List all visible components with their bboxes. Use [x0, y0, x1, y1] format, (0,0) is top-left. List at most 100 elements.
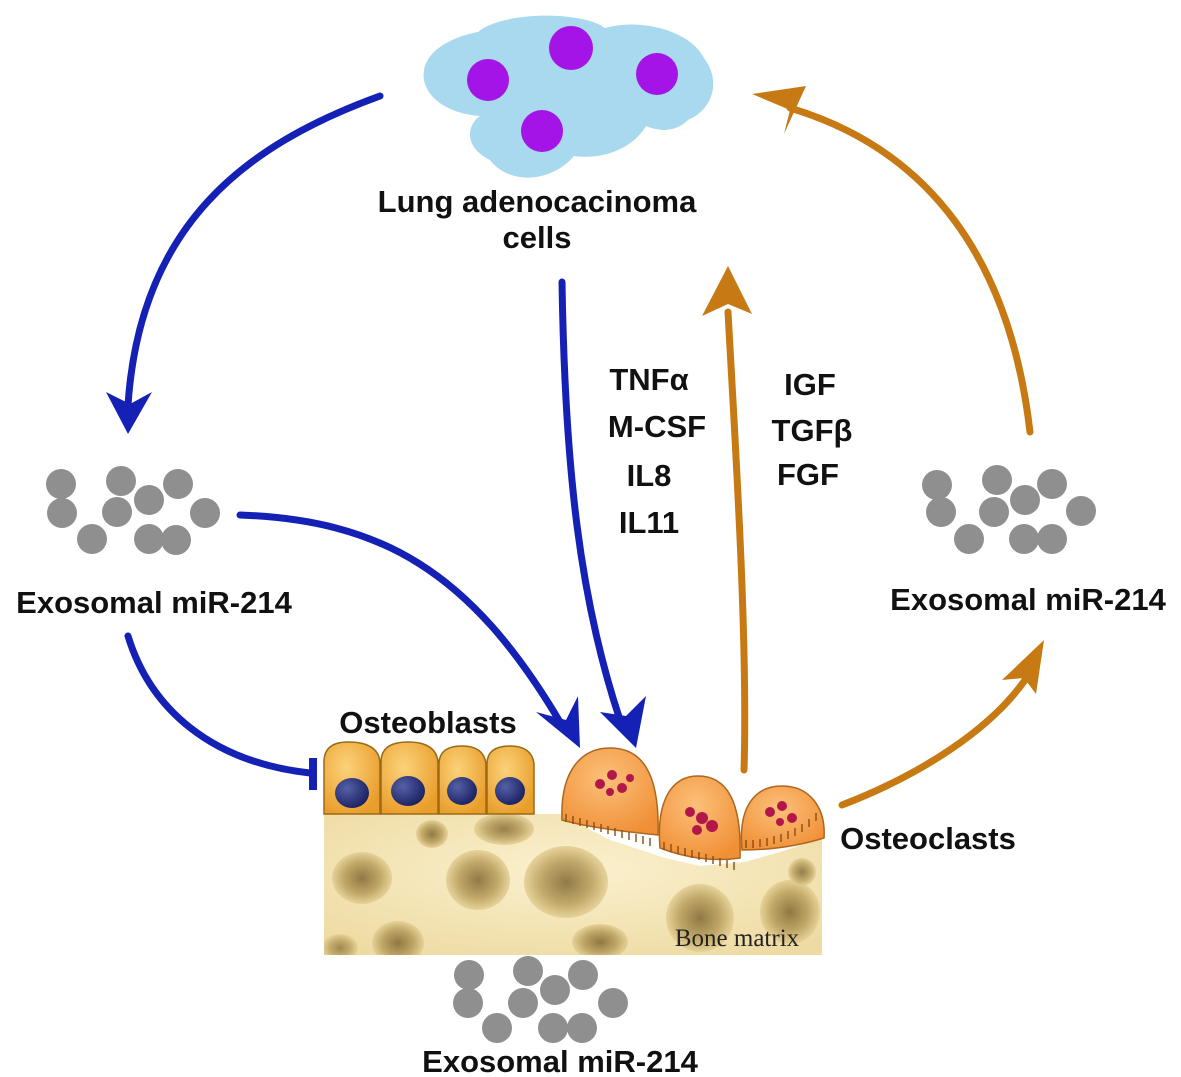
exosome-vesicle	[508, 988, 538, 1018]
exosome-vesicle	[513, 956, 543, 986]
exosome-cluster-bottom	[453, 956, 628, 1043]
osteoclast-granule	[696, 812, 708, 824]
factor-tnf-alpha: TNFα	[609, 362, 688, 397]
osteoclast-granule	[776, 818, 784, 826]
exosome-vesicle	[979, 497, 1009, 527]
tumor-nucleus	[467, 59, 509, 101]
exosome-vesicle	[161, 525, 191, 555]
exosome-vesicle	[1010, 485, 1040, 515]
exosome-vesicle	[106, 466, 136, 496]
bone-spot	[372, 921, 424, 955]
bone-spot	[332, 852, 392, 904]
arrow-tumor-to-left-exosomes	[124, 92, 384, 409]
exosome-right-label: Exosomal miR-214	[890, 582, 1166, 617]
exosome-vesicle	[482, 1013, 512, 1043]
bone-spot	[324, 934, 358, 955]
exosome-vesicle	[982, 465, 1012, 495]
bone-spot	[572, 924, 628, 955]
arrow-osteoclasts-to-right-exosomes	[838, 676, 1029, 809]
osteoclast-cell	[658, 775, 741, 870]
exosome-bottom-label: Exosomal miR-214	[422, 1044, 698, 1077]
osteoclast-granule	[626, 774, 634, 782]
exosome-vesicle	[540, 975, 570, 1005]
exosome-cluster-left	[46, 466, 220, 555]
osteoclast-granule	[595, 779, 605, 789]
ruffled-border	[745, 813, 817, 848]
factor-igf: IGF	[784, 367, 836, 402]
osteoblast-group	[323, 741, 535, 815]
exosome-cluster-right	[922, 465, 1096, 554]
exosome-vesicle	[922, 470, 952, 500]
exosome-vesicle	[538, 1013, 568, 1043]
arrowhead-osteoblast-area	[536, 696, 580, 748]
osteoclast-granule	[777, 801, 787, 811]
lung-cells-label-line2: cells	[503, 220, 572, 255]
factor-tgf-beta: TGFβ	[772, 413, 853, 448]
osteoclast-granule	[606, 788, 614, 796]
tumor-cell-cloud	[423, 15, 714, 178]
ruffled-border	[565, 814, 651, 846]
arrowhead-to-tumor-right	[752, 86, 806, 134]
exosome-vesicle	[134, 485, 164, 515]
ruffled-border	[663, 842, 735, 870]
osteoblasts-label: Osteoblasts	[339, 705, 516, 740]
bone-factor-list: IGF TGFβ FGF	[772, 367, 853, 492]
exosome-vesicle	[1037, 469, 1067, 499]
tumor-nucleus	[521, 110, 563, 152]
cell-cloud-shape	[423, 15, 714, 178]
bone-spot	[474, 814, 534, 845]
exosome-vesicle	[1037, 524, 1067, 554]
osteoblast-cell	[438, 745, 487, 815]
arrowhead-factors-to-bone	[600, 696, 646, 748]
exosome-vesicle	[567, 1013, 597, 1043]
factor-fgf: FGF	[777, 457, 839, 492]
bone-spot	[666, 884, 734, 952]
tumor-nucleus	[636, 53, 678, 95]
osteoclast-granule	[706, 820, 718, 832]
osteoblast-cell	[380, 741, 439, 815]
osteoclast-group	[561, 747, 825, 870]
exosome-vesicle	[568, 960, 598, 990]
osteoblast-nucleus	[495, 777, 525, 805]
osteoblast-cell	[486, 745, 535, 815]
osteoclast-body	[740, 785, 825, 851]
arrowhead-to-right-exosomes	[1002, 640, 1044, 694]
osteoblast-cell	[323, 741, 381, 815]
osteoclast-granule	[787, 813, 797, 823]
bone-spots	[324, 814, 820, 955]
bone-spot	[788, 858, 816, 886]
exosome-vesicle	[453, 988, 483, 1018]
arrow-osteoclasts-to-tumor	[724, 308, 749, 774]
osteoclast-granule	[692, 825, 702, 835]
arrowhead-to-tumor-center	[702, 266, 752, 316]
exosome-vesicle	[926, 497, 956, 527]
bone-spot	[524, 846, 608, 918]
exosome-vesicle	[163, 469, 193, 499]
osteoblast-nucleus	[391, 776, 425, 806]
osteoblast-nucleus	[447, 777, 477, 805]
exosome-vesicle	[47, 498, 77, 528]
exosome-vesicle	[598, 988, 628, 1018]
arrowhead-left-exosomes	[106, 392, 152, 434]
exosome-vesicle	[454, 960, 484, 990]
bone-matrix-label: Bone matrix	[675, 925, 800, 952]
osteoclast-cell	[740, 785, 825, 851]
factor-il11: IL11	[619, 505, 679, 540]
bone-spot	[416, 820, 448, 848]
lung-cells-label: Lung adenocacinoma	[378, 184, 697, 219]
exosome-vesicle	[1066, 496, 1096, 526]
osteoclast-granule	[617, 783, 627, 793]
exosome-vesicle	[134, 524, 164, 554]
inhibit-exosome-to-osteoblasts	[124, 632, 314, 777]
exosome-vesicle	[190, 498, 220, 528]
factor-m-csf: M-CSF	[608, 409, 706, 444]
exosome-left-label: Exosomal miR-214	[16, 585, 292, 620]
osteoblast-nucleus	[335, 778, 369, 808]
exosome-vesicle	[102, 497, 132, 527]
osteoclast-granule	[685, 807, 695, 817]
bone-spot	[760, 880, 820, 944]
osteoclasts-label: Osteoclasts	[840, 821, 1016, 856]
exosome-vesicle	[1009, 524, 1039, 554]
